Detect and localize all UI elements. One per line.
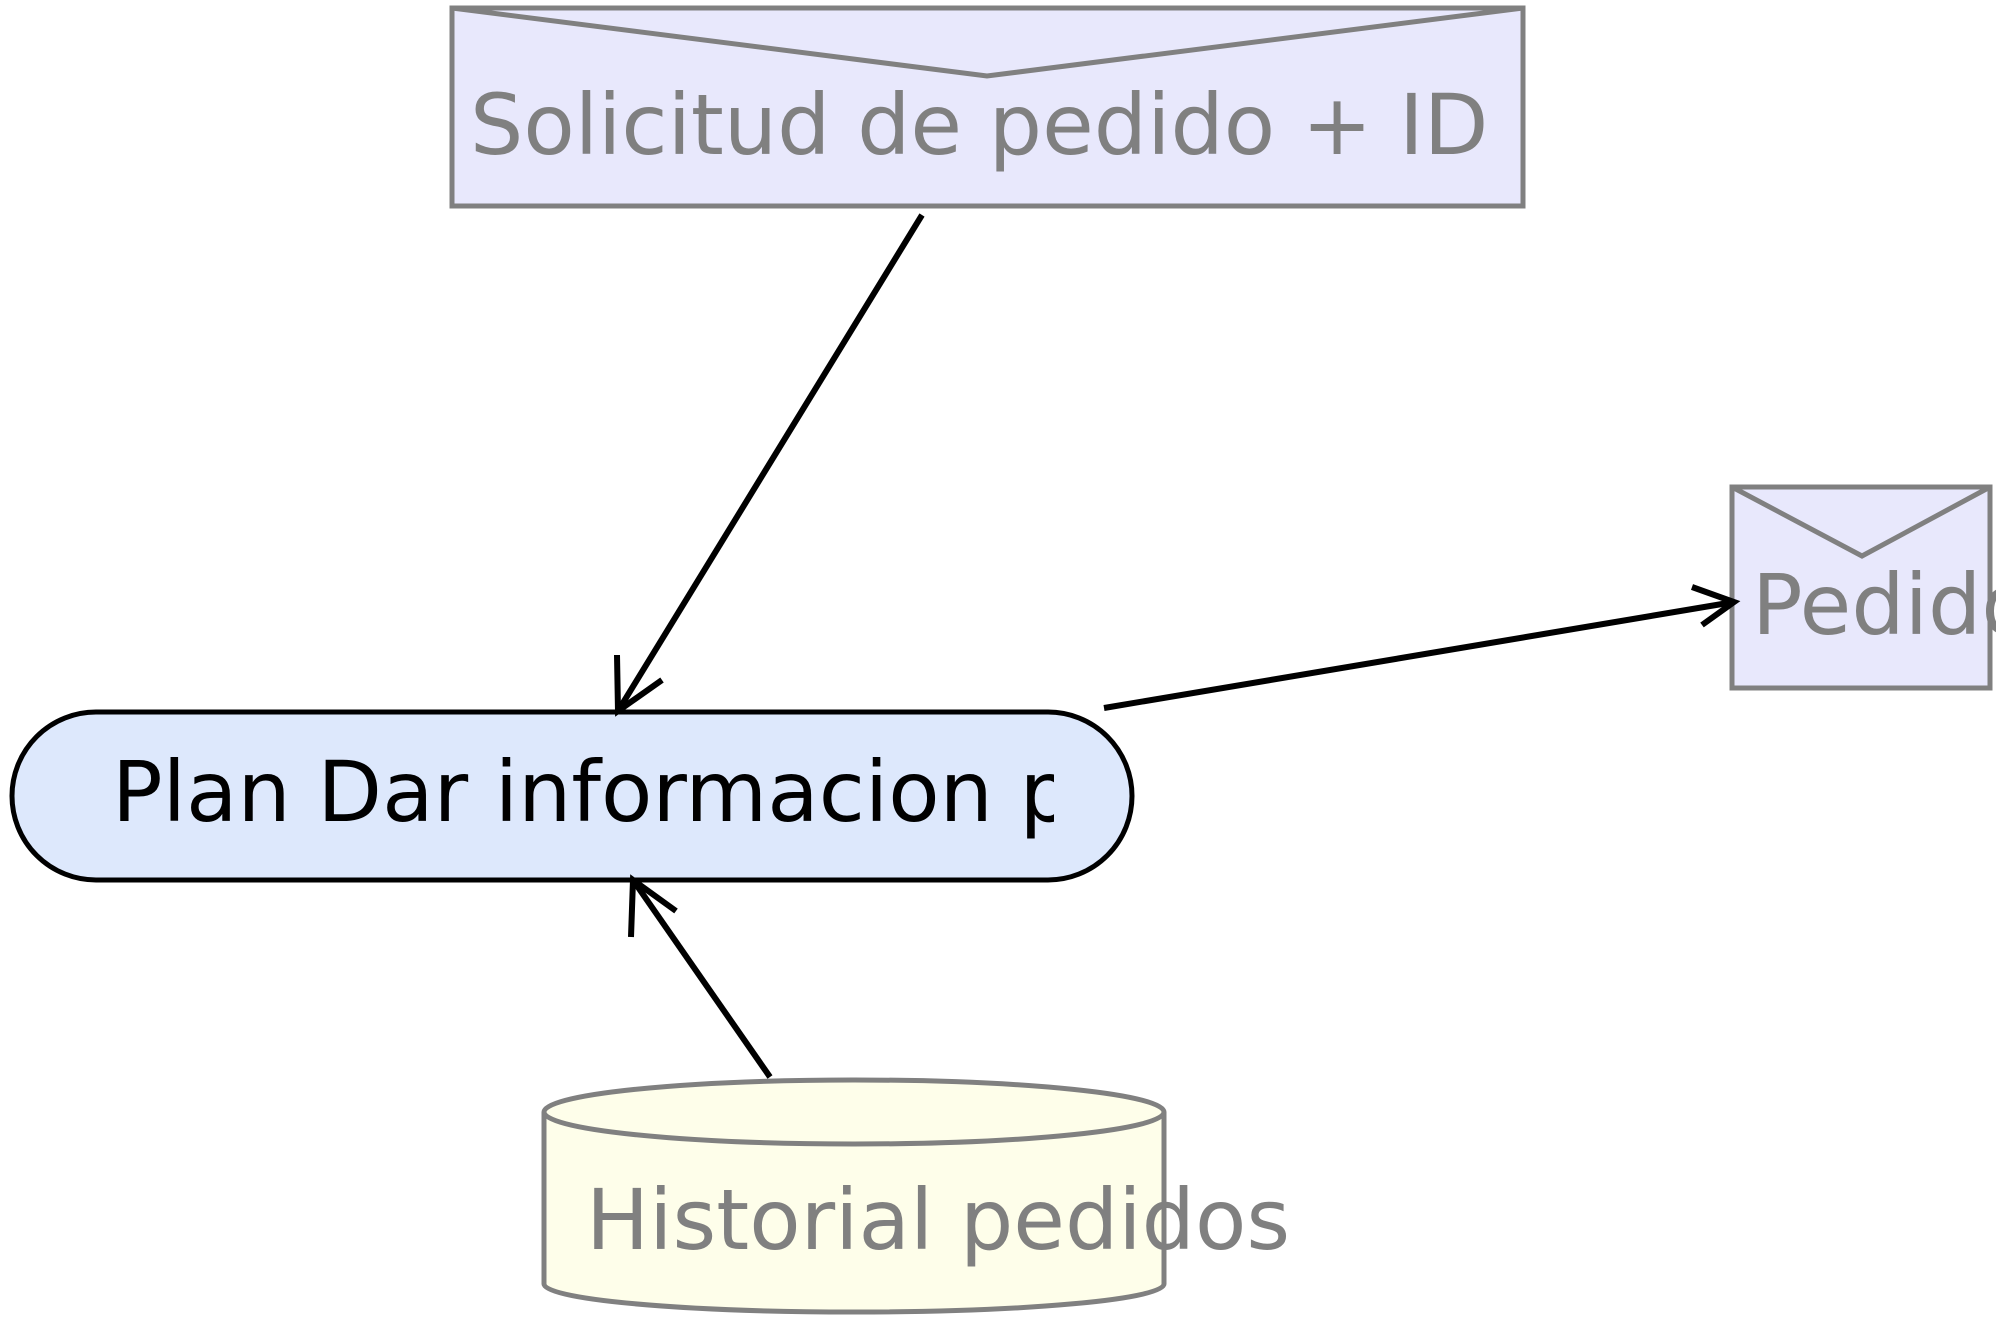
data-store-body [541,1112,1167,1315]
arrowhead-icon [1690,584,1741,628]
arrow-request-to-process [615,213,925,713]
envelope-flap-icon [1730,484,1992,559]
arrowhead-icon [614,654,664,717]
data-store-top [541,1077,1167,1147]
data-store-label: Historial pedidos [586,1171,1290,1269]
output-message-box [1729,484,1993,691]
process-shape [9,709,1135,883]
connectors [614,213,1741,1079]
arrow-process-to-output [1103,599,1735,711]
output-message-node[interactable]: Pedido [1729,484,1996,691]
envelope-flap-icon [451,5,1524,79]
arrowhead-icon [628,874,678,938]
process-label: Plan Dar informacion pedido [112,743,1306,841]
request-message-box [449,5,1526,209]
data-store-node[interactable]: Historial pedidos [541,1077,1290,1315]
request-message-node[interactable]: Solicitud de pedido + ID Pedido [449,5,1796,209]
arrow-store-to-process [630,878,773,1079]
process-node[interactable]: Plan Dar informacion pedido [9,709,1306,883]
output-message-label: Pedido [1752,556,1996,654]
request-message-label: Solicitud de pedido + ID Pedido [470,76,1796,174]
